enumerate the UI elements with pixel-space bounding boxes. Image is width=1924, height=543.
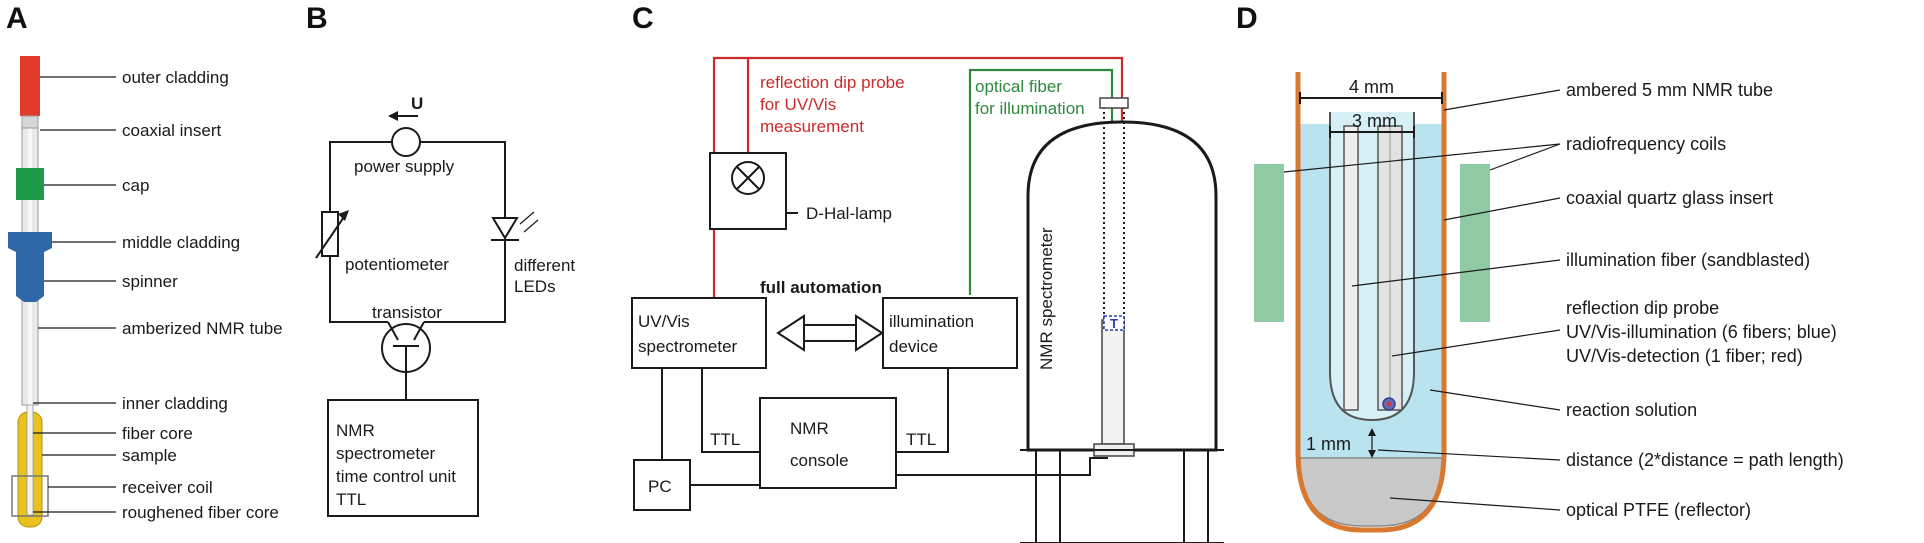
label-amberized-nmr-tube: amberized NMR tube [122, 319, 283, 338]
label-uvvis-detection: UV/Vis-detection (1 fiber; red) [1566, 346, 1803, 366]
label-console-line-1: NMR [790, 419, 829, 438]
label-probe-line-1: reflection dip probe [760, 73, 905, 92]
power-supply-symbol [391, 127, 421, 157]
automation-double-arrow [776, 314, 884, 352]
nmr-magnet-drawing: T [1020, 97, 1224, 543]
panel-d-letter: D [1236, 2, 1258, 35]
potentiometer-symbol [321, 211, 339, 257]
pc-box [633, 459, 691, 511]
panel-d-leaders [1283, 89, 1561, 511]
label-coaxial-quartz-insert: coaxial quartz glass insert [1566, 188, 1773, 208]
panel-a-labels: outer cladding coaxial insert cap middle… [122, 68, 283, 522]
label-fiber-line-2: for illumination [975, 99, 1085, 118]
lamp-symbol [709, 152, 798, 230]
label-lamp: D-Hal-lamp [806, 204, 892, 223]
label-ptfe-reflector: optical PTFE (reflector) [1566, 500, 1751, 520]
label-outer-cladding: outer cladding [122, 68, 229, 87]
svg-text:T: T [1110, 316, 1118, 331]
cap-shape [16, 168, 44, 200]
label-reflection-dip-probe: reflection dip probe [1566, 298, 1719, 318]
label-ttl-right: TTL [906, 430, 936, 449]
label-uvvis-line-2: spectrometer [638, 337, 738, 356]
label-illumination-fiber: illumination fiber (sandblasted) [1566, 250, 1810, 270]
box-line-4: TTL [336, 490, 366, 509]
label-console-line-2: console [790, 451, 849, 470]
label-dim-3mm: 3 mm [1352, 111, 1397, 131]
panel-d-labels: 4 mm 3 mm 1 mm ambered 5 mm NMR tube rad… [1306, 77, 1844, 520]
label-power-supply: power supply [354, 157, 455, 176]
label-leds-line-1: different [514, 256, 575, 275]
label-pc: PC [648, 477, 672, 496]
label-roughened-fiber-core: roughened fiber core [122, 503, 279, 522]
label-inner-cladding: inner cladding [122, 394, 228, 413]
outer-cladding-shape [20, 56, 40, 116]
rf-coil-left [1254, 164, 1284, 322]
label-nmr-spectrometer-vertical: NMR spectrometer [1037, 227, 1056, 370]
led-symbol [491, 217, 519, 240]
label-potentiometer: potentiometer [345, 255, 449, 274]
box-line-1: NMR [336, 421, 375, 440]
label-probe-line-3: measurement [760, 117, 864, 136]
label-uvvis-illumination: UV/Vis-illumination (6 fibers; blue) [1566, 322, 1837, 342]
ambered-tube-wall [1295, 72, 1447, 533]
panel-a-leaders [33, 76, 116, 513]
label-voltage: U [411, 94, 423, 113]
label-uvvis-line-1: UV/Vis [638, 312, 690, 331]
uvvis-spectrometer-box [631, 297, 767, 369]
label-probe-line-2: for UV/Vis [760, 95, 836, 114]
label-leds-line-2: LEDs [514, 277, 556, 296]
illumination-fiber-shape [1343, 125, 1359, 411]
label-fiber-core: fiber core [122, 424, 193, 443]
label-dim-1mm: 1 mm [1306, 434, 1351, 454]
label-coaxial-insert: coaxial insert [122, 121, 221, 140]
label-full-automation: full automation [760, 278, 882, 297]
illumination-device-box [882, 297, 1018, 369]
spinner-shape [8, 232, 52, 302]
label-reaction-solution: reaction solution [1566, 400, 1697, 420]
box-line-2: spectrometer [336, 444, 436, 463]
label-sample: sample [122, 446, 177, 465]
receiver-coil-shape [11, 475, 49, 517]
box-line-3: time control unit [336, 467, 456, 486]
ttl-wiring [661, 368, 1108, 486]
label-receiver-coil: receiver coil [122, 478, 213, 497]
panel-a-letter: A [6, 2, 28, 35]
nmr-time-control-box [327, 399, 479, 517]
led-driver-circuit [315, 111, 539, 517]
panel-c-letter: C [632, 2, 654, 35]
panel-c-labels: reflection dip probe for UV/Vis measurem… [638, 73, 1085, 496]
label-illum-line-2: device [889, 337, 938, 356]
label-fiber-line-1: optical fiber [975, 77, 1062, 96]
label-illum-line-1: illumination [889, 312, 974, 331]
rf-coil-right [1460, 164, 1490, 322]
panel-b-labels: U power supply potentiometer different L… [336, 94, 575, 509]
label-cap: cap [122, 176, 149, 195]
nmr-tube-cross-section [1254, 72, 1490, 533]
probe-assembly-drawing [8, 56, 52, 528]
label-rf-coils: radiofrequency coils [1566, 134, 1726, 154]
label-dim-4mm: 4 mm [1349, 77, 1394, 97]
label-spinner: spinner [122, 272, 178, 291]
panel-b-letter: B [306, 2, 328, 35]
label-middle-cladding: middle cladding [122, 233, 240, 252]
label-ttl-left: TTL [710, 430, 740, 449]
label-transistor: transistor [372, 303, 442, 322]
label-distance: distance (2*distance = path length) [1566, 450, 1844, 470]
nmr-console-box [759, 397, 897, 489]
label-ambered-tube: ambered 5 mm NMR tube [1566, 80, 1773, 100]
